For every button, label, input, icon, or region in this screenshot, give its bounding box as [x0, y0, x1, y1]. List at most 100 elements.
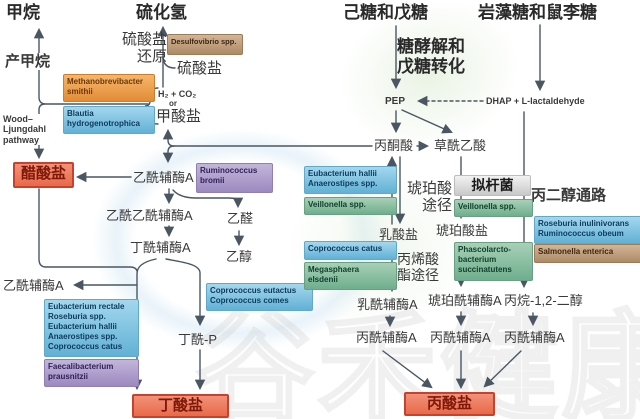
label-glycolysis-line2: 戊糖转化: [397, 56, 465, 76]
arrow-acetylcoa-to-acetaldehyde: [172, 189, 244, 209]
label-wood-ljungdahl: Wood– Ljungdahl pathway: [2, 114, 58, 146]
node-acetyl-coa: 乙酰辅酶A: [133, 170, 194, 185]
species-line: Eubacterium rectale: [48, 302, 125, 311]
label-succinate-pathway-line2: 途径: [421, 197, 452, 215]
species-line: Roseburia inulinivorans: [538, 219, 630, 228]
label-h2-co2: H₂ + CO₂: [158, 89, 197, 99]
node-propionyl-coa-2: 丙酰辅酶A: [430, 330, 491, 345]
node-hydrogen-sulfide: 硫化氢: [136, 3, 187, 22]
species-box-faecalibacterium: Faecalibacterium prausnitzii: [44, 359, 139, 387]
species-line: succinatutens: [458, 265, 512, 274]
label-wood-line3: pathway: [3, 134, 40, 145]
species-box-megasphaera: Megasphaera elsdenii: [304, 262, 397, 290]
species-line: bromii: [200, 176, 225, 185]
node-ethanol: 乙醇: [226, 249, 253, 264]
species-box-roseburia-ruminococcus: Roseburia inulinivorans Ruminococcus obe…: [534, 216, 640, 244]
node-propionyl-coa-3: 丙酰辅酶A: [504, 330, 565, 345]
label-propanediol-pathway: 丙二醇通路: [531, 187, 607, 204]
node-propionyl-coa-1: 丙酰辅酶A: [356, 330, 417, 345]
node-hexose-pentose: 己糖和戊糖: [343, 3, 428, 22]
species-box-blautia: Blautia hydrogenotrophica: [63, 106, 155, 134]
label-sulfate-reduction-line1: 硫酸盐: [121, 31, 167, 48]
species-line: Eubacterium hallii: [48, 322, 117, 331]
species-line: Faecalibacterium: [48, 362, 114, 371]
arrow-butyrylcoa-right-branch: [165, 258, 206, 327]
node-lactoyl-coa: 乳酰辅酶A: [357, 297, 418, 312]
label-succinate-pathway: 琥珀酸 途径: [400, 180, 452, 215]
node-acetyl-coa-2: 乙酰辅酶A: [3, 278, 64, 293]
species-line: hydrogenotrophica: [67, 119, 140, 128]
label-wood-line2: Ljungdahl: [3, 124, 46, 135]
arrow-butyrylcoa-left-branch: [131, 258, 157, 391]
species-line: Anaerostipes spp.: [308, 179, 378, 188]
label-acrylate-pathway: 丙烯酸 酯途径: [397, 251, 439, 283]
node-butyryl-coa: 丁酰辅酶A: [130, 240, 191, 255]
label-wood-line1: Wood–: [3, 114, 33, 124]
species-box-desulfovibrio: Desulfovibrio spp.: [167, 34, 243, 55]
species-line: Ruminococcus: [200, 166, 258, 175]
label-succinate-pathway-line1: 琥珀酸: [406, 180, 452, 197]
species-line: prausnitzii: [48, 372, 89, 381]
arrow-h2-to-methane: [33, 27, 149, 105]
arrow-junction-up-formate: [162, 128, 175, 147]
species-box-eubacterium-group: Eubacterium rectale Roseburia spp. Eubac…: [44, 299, 139, 357]
species-line: Desulfovibrio spp.: [171, 37, 237, 46]
species-line: Coprococcus comes: [210, 296, 289, 305]
node-dhap-lactaldehyde: DHAP + L-lactaldehyde: [486, 96, 585, 106]
product-propionate: 丙酸盐: [404, 392, 495, 416]
label-or: or: [169, 99, 177, 108]
label-methanogenesis: 产甲烷: [4, 53, 52, 71]
label-formate: 甲酸盐: [156, 108, 202, 125]
label-acrylate-line1: 丙烯酸: [397, 251, 439, 267]
arrow-propionylcoa3-to-propionate: [483, 350, 522, 388]
node-butyryl-p: 丁酰-P: [178, 332, 218, 347]
arrow-propionylcoa1-to-propionate: [382, 350, 433, 389]
label-sulfate-reduction-line2: 还原: [136, 48, 167, 66]
species-line: Megasphaera: [308, 265, 360, 274]
species-line: Coprococcus eutactus: [210, 286, 297, 295]
species-box-methanobrevibacter: Methanobrevibacter smithii: [63, 74, 155, 102]
product-butyrate: 丁酸盐: [132, 394, 229, 418]
label-sulfate-reduction: 硫酸盐 还原: [103, 31, 167, 66]
species-line: Veillonella spp.: [308, 200, 366, 209]
species-line: Roseburia spp.: [48, 312, 106, 321]
species-line: bacterium: [458, 255, 497, 264]
species-line: Coprococcus catus: [48, 342, 123, 351]
species-line: 拟杆菌: [471, 177, 514, 193]
node-acetoacetyl-coa: 乙酰乙酰辅酶A: [106, 208, 193, 223]
line-acetate-feed: [38, 188, 138, 272]
species-line: Phascolarcto-: [458, 245, 511, 254]
product-acetate: 醋酸盐: [13, 162, 74, 188]
arrow-pep-to-oxaloacetate: [401, 109, 453, 134]
species-line: Ruminococcus obeum: [538, 229, 624, 238]
species-box-bacteroides: 拟杆菌: [454, 175, 531, 196]
species-line: elsdenii: [308, 275, 338, 284]
species-box-coprococcus-pair: Coprococcus eutactus Coprococcus comes: [206, 283, 313, 311]
node-lactate: 乳酸盐: [379, 227, 419, 242]
species-box-phascolarctobacterium: Phascolarcto- bacterium succinatutens: [454, 242, 533, 281]
node-methane: 甲烷: [6, 3, 40, 22]
label-acrylate-line2: 酯途径: [397, 267, 439, 284]
species-line: Eubacterium hallii: [308, 169, 377, 178]
node-oxaloacetate: 草酰乙酸: [434, 138, 487, 153]
species-line: Methanobrevibacter: [67, 77, 144, 86]
species-box-ruminococcus-bromii: Ruminococcus bromii: [196, 163, 273, 193]
species-line: Blautia: [67, 109, 94, 118]
node-pyruvate: 丙酮酸: [374, 138, 414, 153]
species-line: Veillonella spp.: [458, 202, 516, 211]
label-glycolysis: 糖酵解和 戊糖转化: [397, 37, 465, 76]
species-box-veillonella-2: Veillonella spp.: [454, 199, 533, 217]
line-sulfate-curve: [162, 57, 176, 69]
species-box-salmonella: Salmonella enterica: [534, 244, 640, 263]
node-acetaldehyde: 乙醛: [227, 211, 254, 226]
node-succinate: 琥珀酸盐: [436, 223, 489, 238]
arrow-junction-down-acetylcoa: [162, 145, 175, 164]
species-line: Coprococcus catus: [308, 244, 383, 253]
species-box-coprococcus-catus: Coprococcus catus: [304, 241, 397, 260]
label-glycolysis-line1: 糖酵解和: [397, 37, 465, 56]
species-line: smithii: [67, 87, 93, 96]
node-succinyl-coa: 琥珀酰辅酶A: [428, 293, 502, 308]
node-pep: PEP: [385, 96, 406, 107]
species-line: Anaerostipes spp.: [48, 332, 118, 341]
